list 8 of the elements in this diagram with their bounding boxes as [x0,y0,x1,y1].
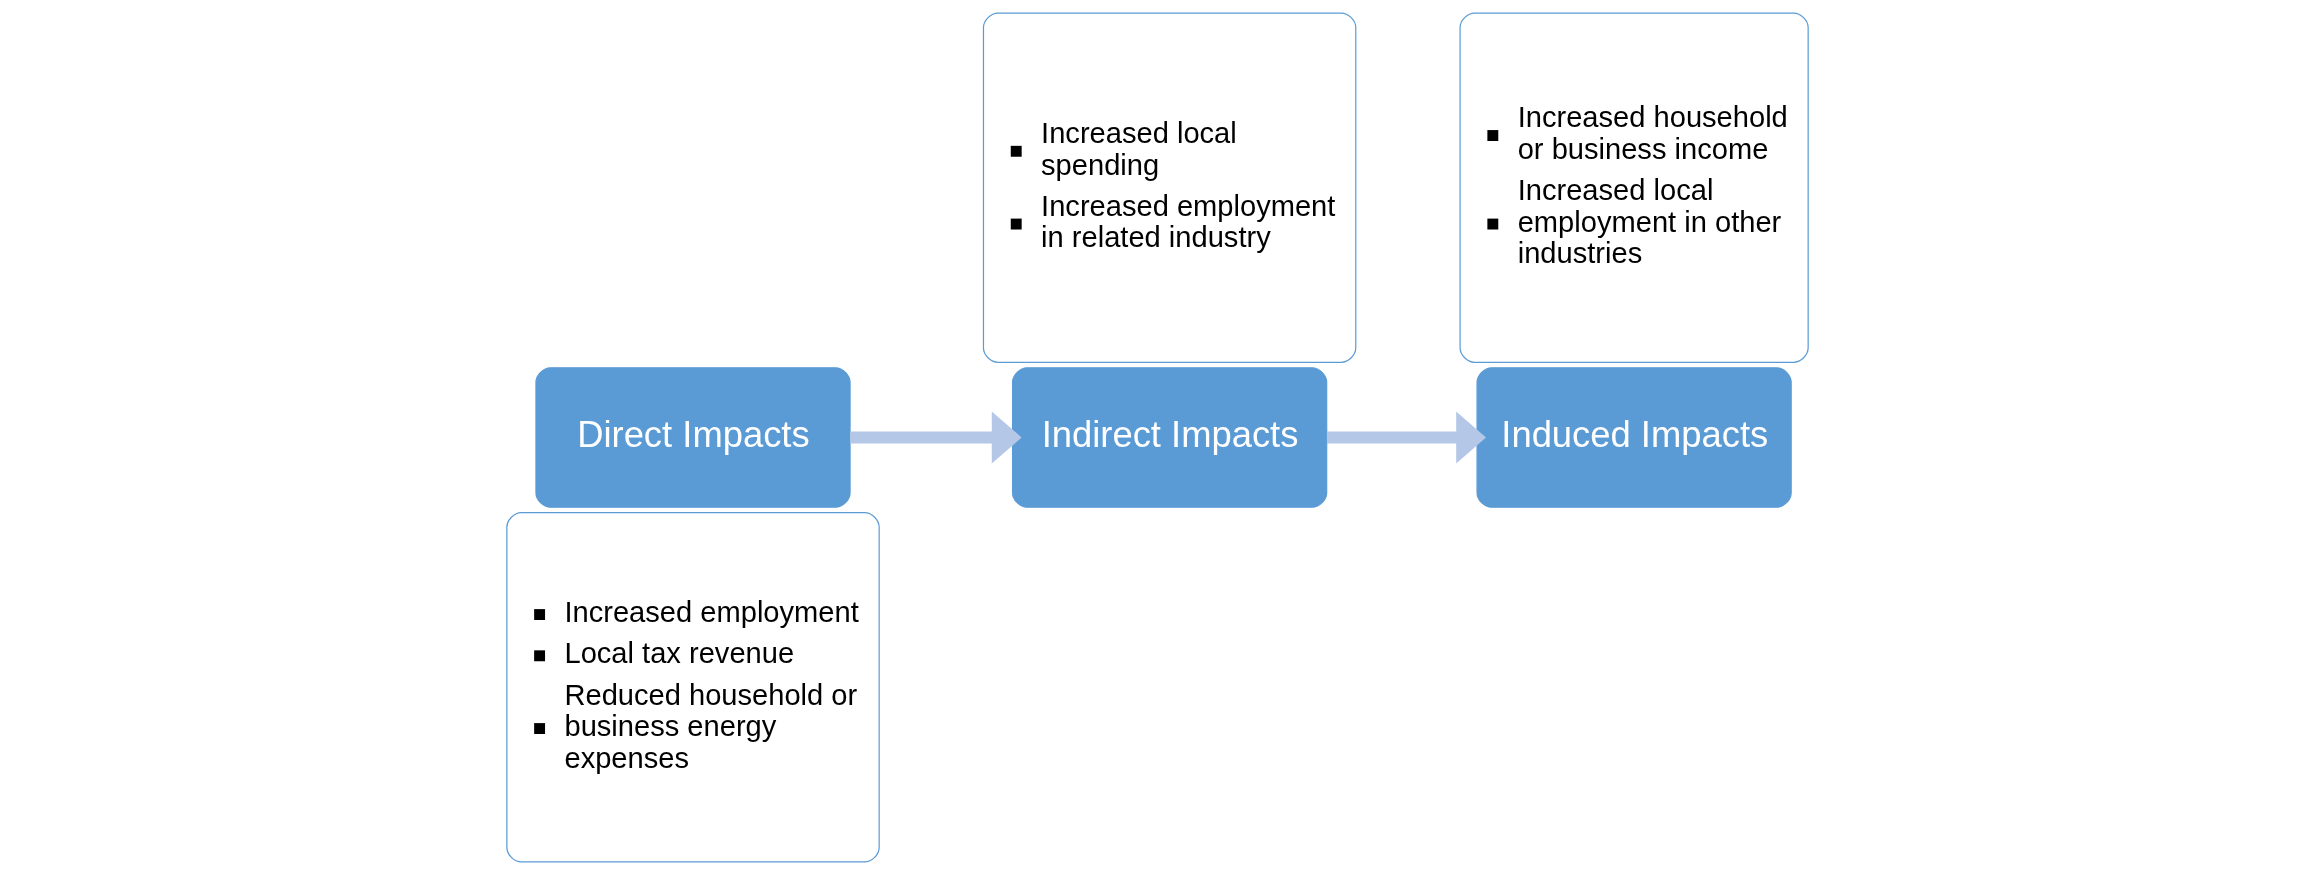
node-box: Direct Impacts [535,367,851,508]
node-box: Increased employment Local tax revenue Reduced household or business energy expenses [506,512,880,863]
node-box: Induced Impacts [1476,367,1792,508]
arrow [1326,411,1487,464]
node-box: Increased local spending Increased employment in related industry [982,12,1357,363]
arrow [850,411,1022,464]
node-box: Increased household or business income Increased local employment in other industries [1459,12,1809,363]
node-box: Indirect Impacts [1011,367,1328,508]
